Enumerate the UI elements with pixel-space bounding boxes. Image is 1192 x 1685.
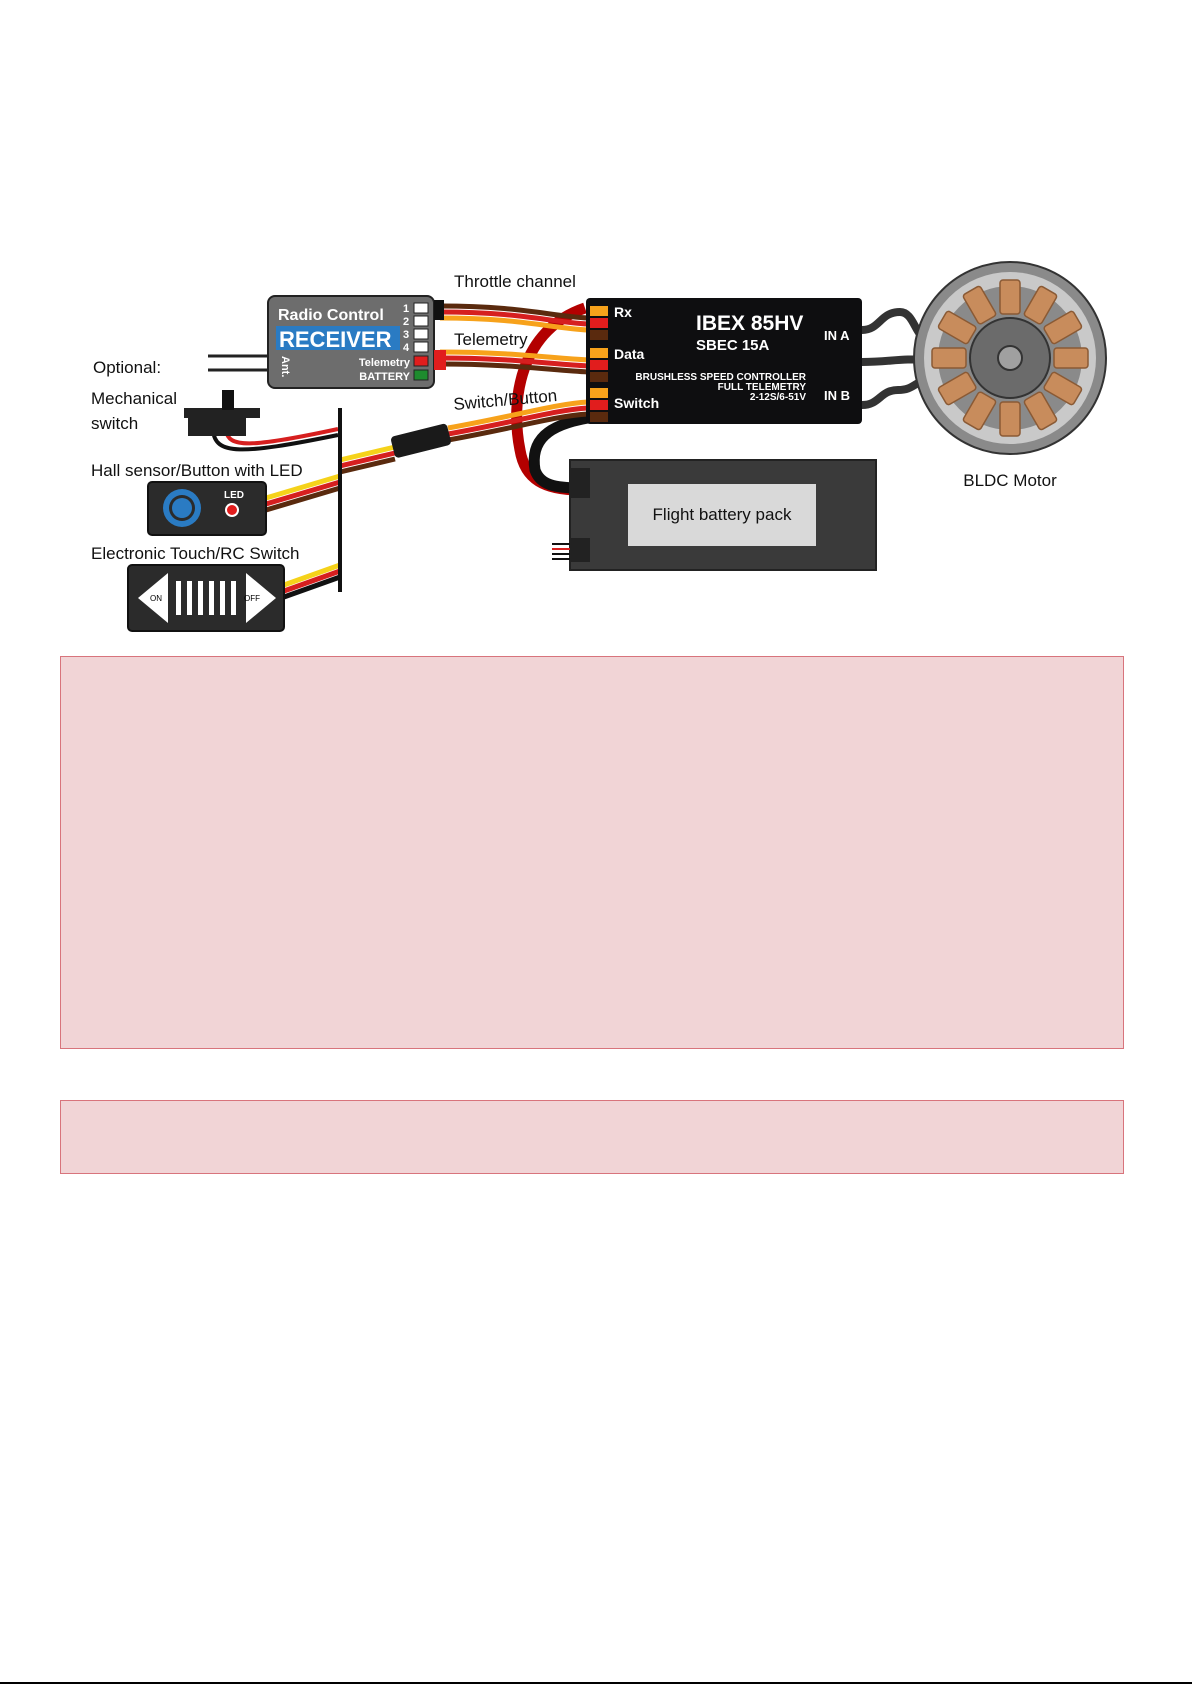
stator-coil — [931, 347, 967, 369]
flight-battery: Flight battery pack — [552, 459, 877, 571]
stator-coil — [1043, 371, 1083, 406]
stator-coil — [937, 371, 977, 406]
led-label: LED — [224, 490, 244, 501]
stator-coil — [962, 285, 997, 325]
stator-coil — [1043, 310, 1083, 345]
hall-sensor-label: Hall sensor/Button with LED — [91, 461, 303, 480]
receiver-antenna-label: Ant. — [279, 356, 291, 377]
stator-coil — [1023, 285, 1058, 325]
receiver-name: RECEIVER — [279, 327, 392, 352]
esc-in-b: IN B — [824, 388, 850, 403]
esc-in-a: IN A — [824, 328, 850, 343]
bldc-motor-label: BLDC Motor — [963, 471, 1057, 490]
receiver-ch2: 2 — [403, 316, 409, 328]
receiver-ch1: 1 — [403, 303, 409, 315]
esc-port-rx: Rx — [614, 304, 632, 320]
stator-coil — [1023, 391, 1058, 431]
esc-port-data: Data — [614, 346, 645, 362]
mechanical-label-1: Mechanical — [91, 389, 177, 408]
receiver-battery-label: BATTERY — [359, 371, 410, 383]
esc-line1: BRUSHLESS SPEED CONTROLLER — [635, 372, 806, 383]
mechanical-label-2: switch — [91, 414, 138, 433]
power-wires — [511, 302, 589, 496]
mechanical-switch — [184, 390, 260, 436]
electronic-switch: ON OFF — [127, 564, 285, 632]
throttle-wire — [439, 303, 589, 333]
bldc-motor — [913, 261, 1107, 455]
telemetry-label: Telemetry — [454, 330, 528, 349]
receiver-ch3: 3 — [403, 329, 409, 341]
motor-stator-coils — [931, 279, 1089, 437]
stator-coil — [999, 401, 1021, 437]
electronic-switch-label: Electronic Touch/RC Switch — [91, 544, 300, 563]
throttle-channel-label: Throttle channel — [454, 272, 576, 291]
stator-coil — [1053, 347, 1089, 369]
battery-label: Flight battery pack — [653, 505, 792, 524]
esc: Rx Data Switch IBEX 85HV SBEC 15A BRUSHL… — [586, 298, 862, 424]
receiver-title: Radio Control — [278, 307, 384, 324]
receiver-telemetry-label: Telemetry — [359, 357, 411, 369]
hall-sensor-button: LED — [147, 481, 267, 536]
esc-port-switch: Switch — [614, 395, 659, 411]
page-bottom-rule — [0, 1682, 1192, 1684]
note-box-small — [60, 1100, 1124, 1174]
stator-coil — [937, 310, 977, 345]
switch-wire — [339, 399, 589, 475]
off-label: OFF — [244, 594, 260, 603]
on-label: ON — [150, 594, 162, 603]
stator-coil — [962, 391, 997, 431]
esc-line2: FULL TELEMETRY — [718, 382, 807, 393]
stator-coil — [999, 279, 1021, 315]
esc-line3: 2-12S/6-51V — [750, 392, 806, 403]
esc-sbec: SBEC 15A — [696, 337, 770, 354]
balance-connector — [552, 543, 570, 560]
optional-label: Optional: — [93, 358, 161, 377]
esc-model: IBEX 85HV — [696, 312, 803, 335]
telemetry-wire — [439, 349, 589, 375]
receiver: Radio Control RECEIVER Ant. 1 2 3 4 Tele… — [208, 295, 446, 389]
wiring-diagram: Radio Control RECEIVER Ant. 1 2 3 4 Tele… — [91, 261, 1107, 632]
note-box-large — [60, 656, 1124, 1049]
receiver-ch4: 4 — [403, 342, 410, 354]
